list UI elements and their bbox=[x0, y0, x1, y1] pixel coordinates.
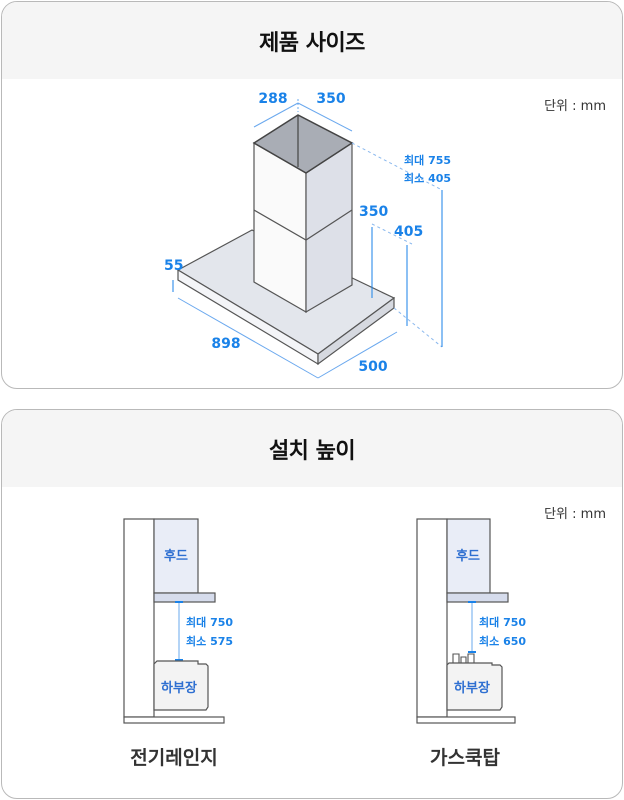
min-height-label: 최소 405 bbox=[404, 171, 451, 185]
install-height-title: 설치 높이 bbox=[268, 438, 356, 464]
product-size-title: 제품 사이즈 bbox=[259, 30, 365, 56]
min-height-label: 최소 575 bbox=[186, 634, 233, 648]
electric-range-diagram: 후드 최대 750 최소 575 하부장 bbox=[123, 518, 233, 724]
max-height-label: 최대 750 bbox=[479, 615, 526, 629]
electric-range-caption: 전기레인지 bbox=[130, 747, 218, 769]
gas-cooktop-caption: 가스쿡탑 bbox=[430, 747, 500, 769]
max-height-label: 최대 755 bbox=[404, 153, 451, 167]
unit-label: 단위 : mm bbox=[544, 507, 606, 522]
hood-label: 후드 bbox=[164, 548, 188, 564]
hood-width-dim: 898 bbox=[211, 336, 240, 352]
cabinet-label: 하부장 bbox=[161, 680, 197, 696]
lower-chimney-dim: 405 bbox=[394, 224, 423, 240]
product-size-card: 제품 사이즈 단위 : mm 288 350 최대 755 최소 405 bbox=[1, 1, 623, 389]
max-height-label: 최대 750 bbox=[186, 615, 233, 629]
gas-cooktop-diagram: 후드 최대 750 최소 650 하부장 bbox=[416, 518, 526, 724]
install-height-card: 설치 높이 단위 : mm 후드 최대 750 최소 575 하부장 후드 bbox=[1, 409, 623, 799]
install-height-header: 설치 높이 bbox=[2, 410, 622, 487]
hood-depth-dim: 500 bbox=[358, 359, 387, 375]
product-size-header: 제품 사이즈 bbox=[2, 2, 622, 79]
hood-thickness-dim: 55 bbox=[164, 258, 183, 274]
burner-icon bbox=[452, 653, 475, 663]
cabinet-label: 하부장 bbox=[454, 680, 490, 696]
chimney-width-dim: 350 bbox=[316, 91, 345, 107]
install-height-diagrams: 후드 최대 750 최소 575 하부장 후드 최대 750 최소 650 하부… bbox=[123, 518, 526, 724]
hood-label: 후드 bbox=[456, 548, 480, 564]
min-height-label: 최소 650 bbox=[479, 634, 526, 648]
unit-label: 단위 : mm bbox=[544, 99, 606, 114]
upper-chimney-dim: 350 bbox=[359, 204, 388, 220]
chimney-depth-dim: 288 bbox=[258, 91, 287, 107]
hood-dimension-diagram: 288 350 최대 755 최소 405 350 405 55 898 500 bbox=[164, 91, 451, 379]
